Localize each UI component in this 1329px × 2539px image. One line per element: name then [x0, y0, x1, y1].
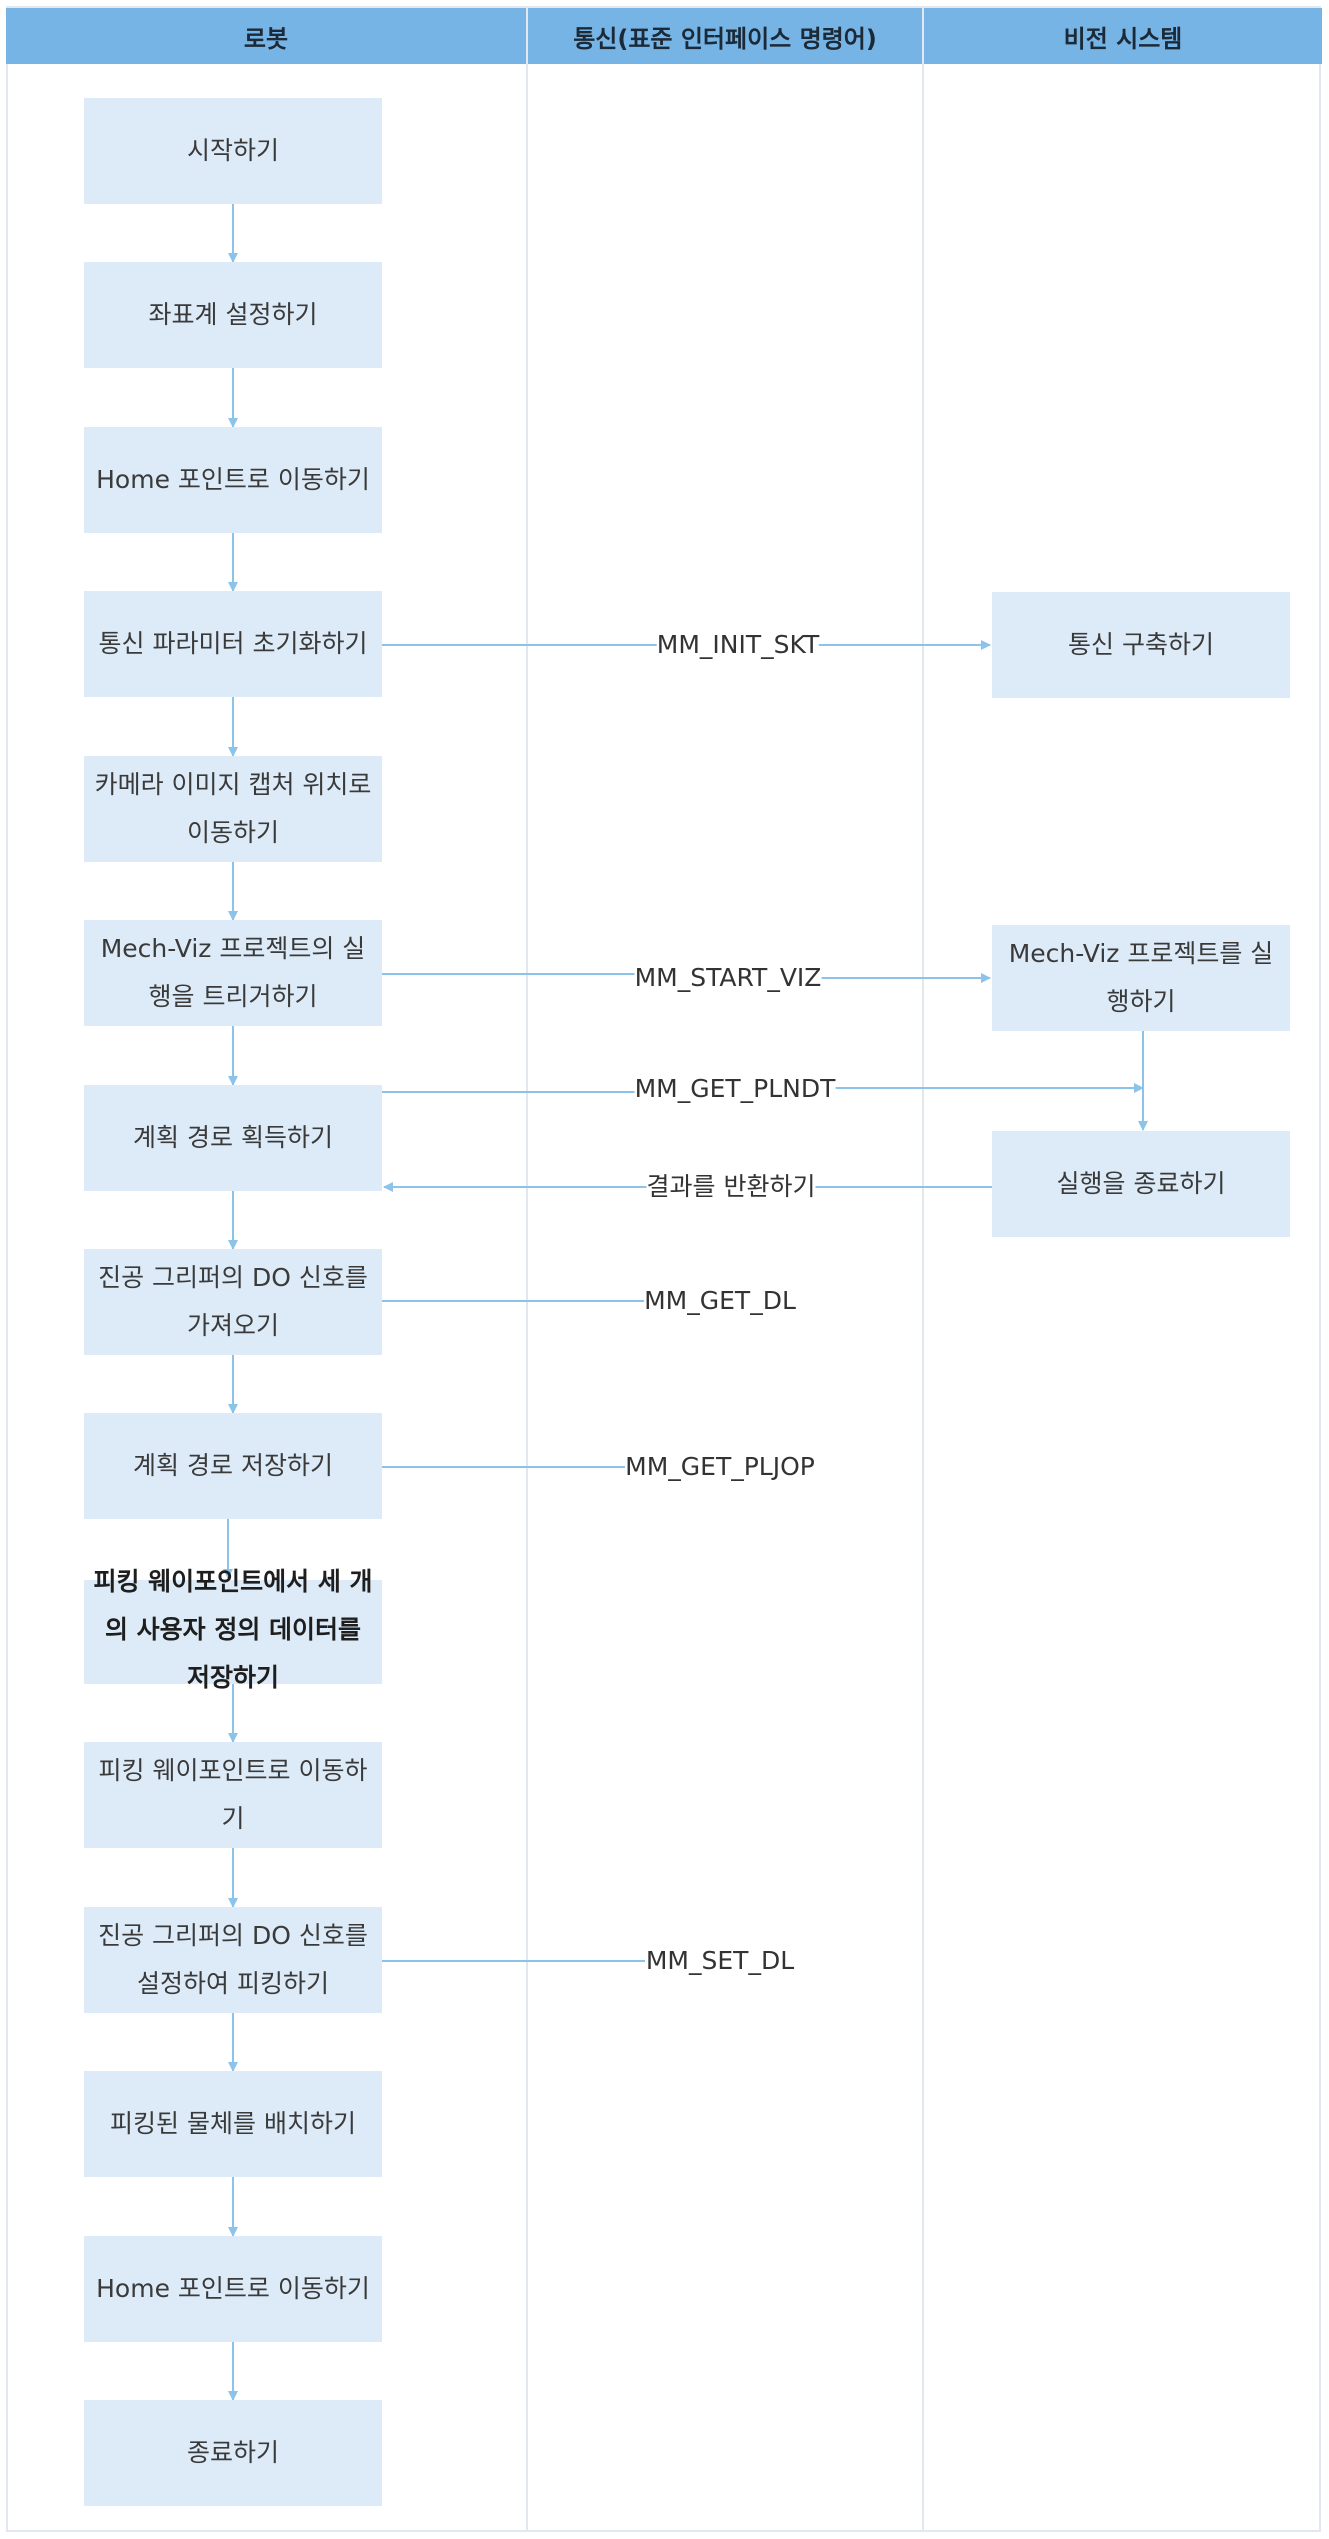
step-save-custom-data: 피킹 웨이포인트에서 세 개의 사용자 정의 데이터를 저장하기 [93, 1567, 373, 1692]
lane-divider-robot-comm [526, 8, 528, 2530]
lane-header-robot: 로봇 [6, 8, 526, 64]
step-end: 종료하기 [84, 2400, 382, 2506]
step-save-planned-path: 계획 경로 저장하기 [84, 1413, 382, 1519]
step-move-capture-position: 카메라 이미지 캡처 위치로 이동하기 [84, 756, 382, 862]
lane-header-vision-system: 비전 시스템 [924, 8, 1322, 64]
cmd-mm-init-skt: MM_INIT_SKT [656, 630, 820, 660]
cmd-mm-get-dl: MM_GET_DL [644, 1286, 796, 1316]
step-place-object: 피킹된 물체를 배치하기 [84, 2071, 382, 2177]
cmd-mm-get-pljop: MM_GET_PLJOP [625, 1452, 815, 1482]
vision-establish-comm: 통신 구축하기 [992, 592, 1290, 698]
vision-end-execution: 실행을 종료하기 [992, 1131, 1290, 1237]
lane-header-communication: 통신(표준 인터페이스 명령어) [528, 8, 922, 64]
step-get-do-signal: 진공 그리퍼의 DO 신호를 가져오기 [84, 1249, 382, 1355]
lane-divider-comm-vision [922, 8, 924, 2530]
step-move-home: Home 포인트로 이동하기 [84, 427, 382, 533]
vision-run-mechviz: Mech-Viz 프로젝트를 실행하기 [992, 925, 1290, 1031]
step-init-comm-params: 통신 파라미터 초기화하기 [84, 591, 382, 697]
swimlane-frame [6, 6, 1321, 2532]
cmd-mm-get-plndt: MM_GET_PLNDT [634, 1074, 836, 1104]
step-set-do-signal-pick: 진공 그리퍼의 DO 신호를 설정하여 피킹하기 [84, 1907, 382, 2013]
step-trigger-mechviz: Mech-Viz 프로젝트의 실행을 트리거하기 [84, 920, 382, 1026]
step-start: 시작하기 [84, 98, 382, 204]
step-set-coordinate-system: 좌표계 설정하기 [84, 262, 382, 368]
cmd-mm-start-viz: MM_START_VIZ [634, 963, 822, 993]
cmd-return-results: 결과를 반환하기 [646, 1172, 816, 1202]
step-save-custom-data-bg [84, 1580, 382, 1684]
step-get-planned-path: 계획 경로 획득하기 [84, 1085, 382, 1191]
cmd-mm-set-dl: MM_SET_DL [645, 1946, 795, 1976]
step-move-home-2: Home 포인트로 이동하기 [84, 2236, 382, 2342]
step-move-pick-waypoint: 피킹 웨이포인트로 이동하기 [84, 1742, 382, 1848]
